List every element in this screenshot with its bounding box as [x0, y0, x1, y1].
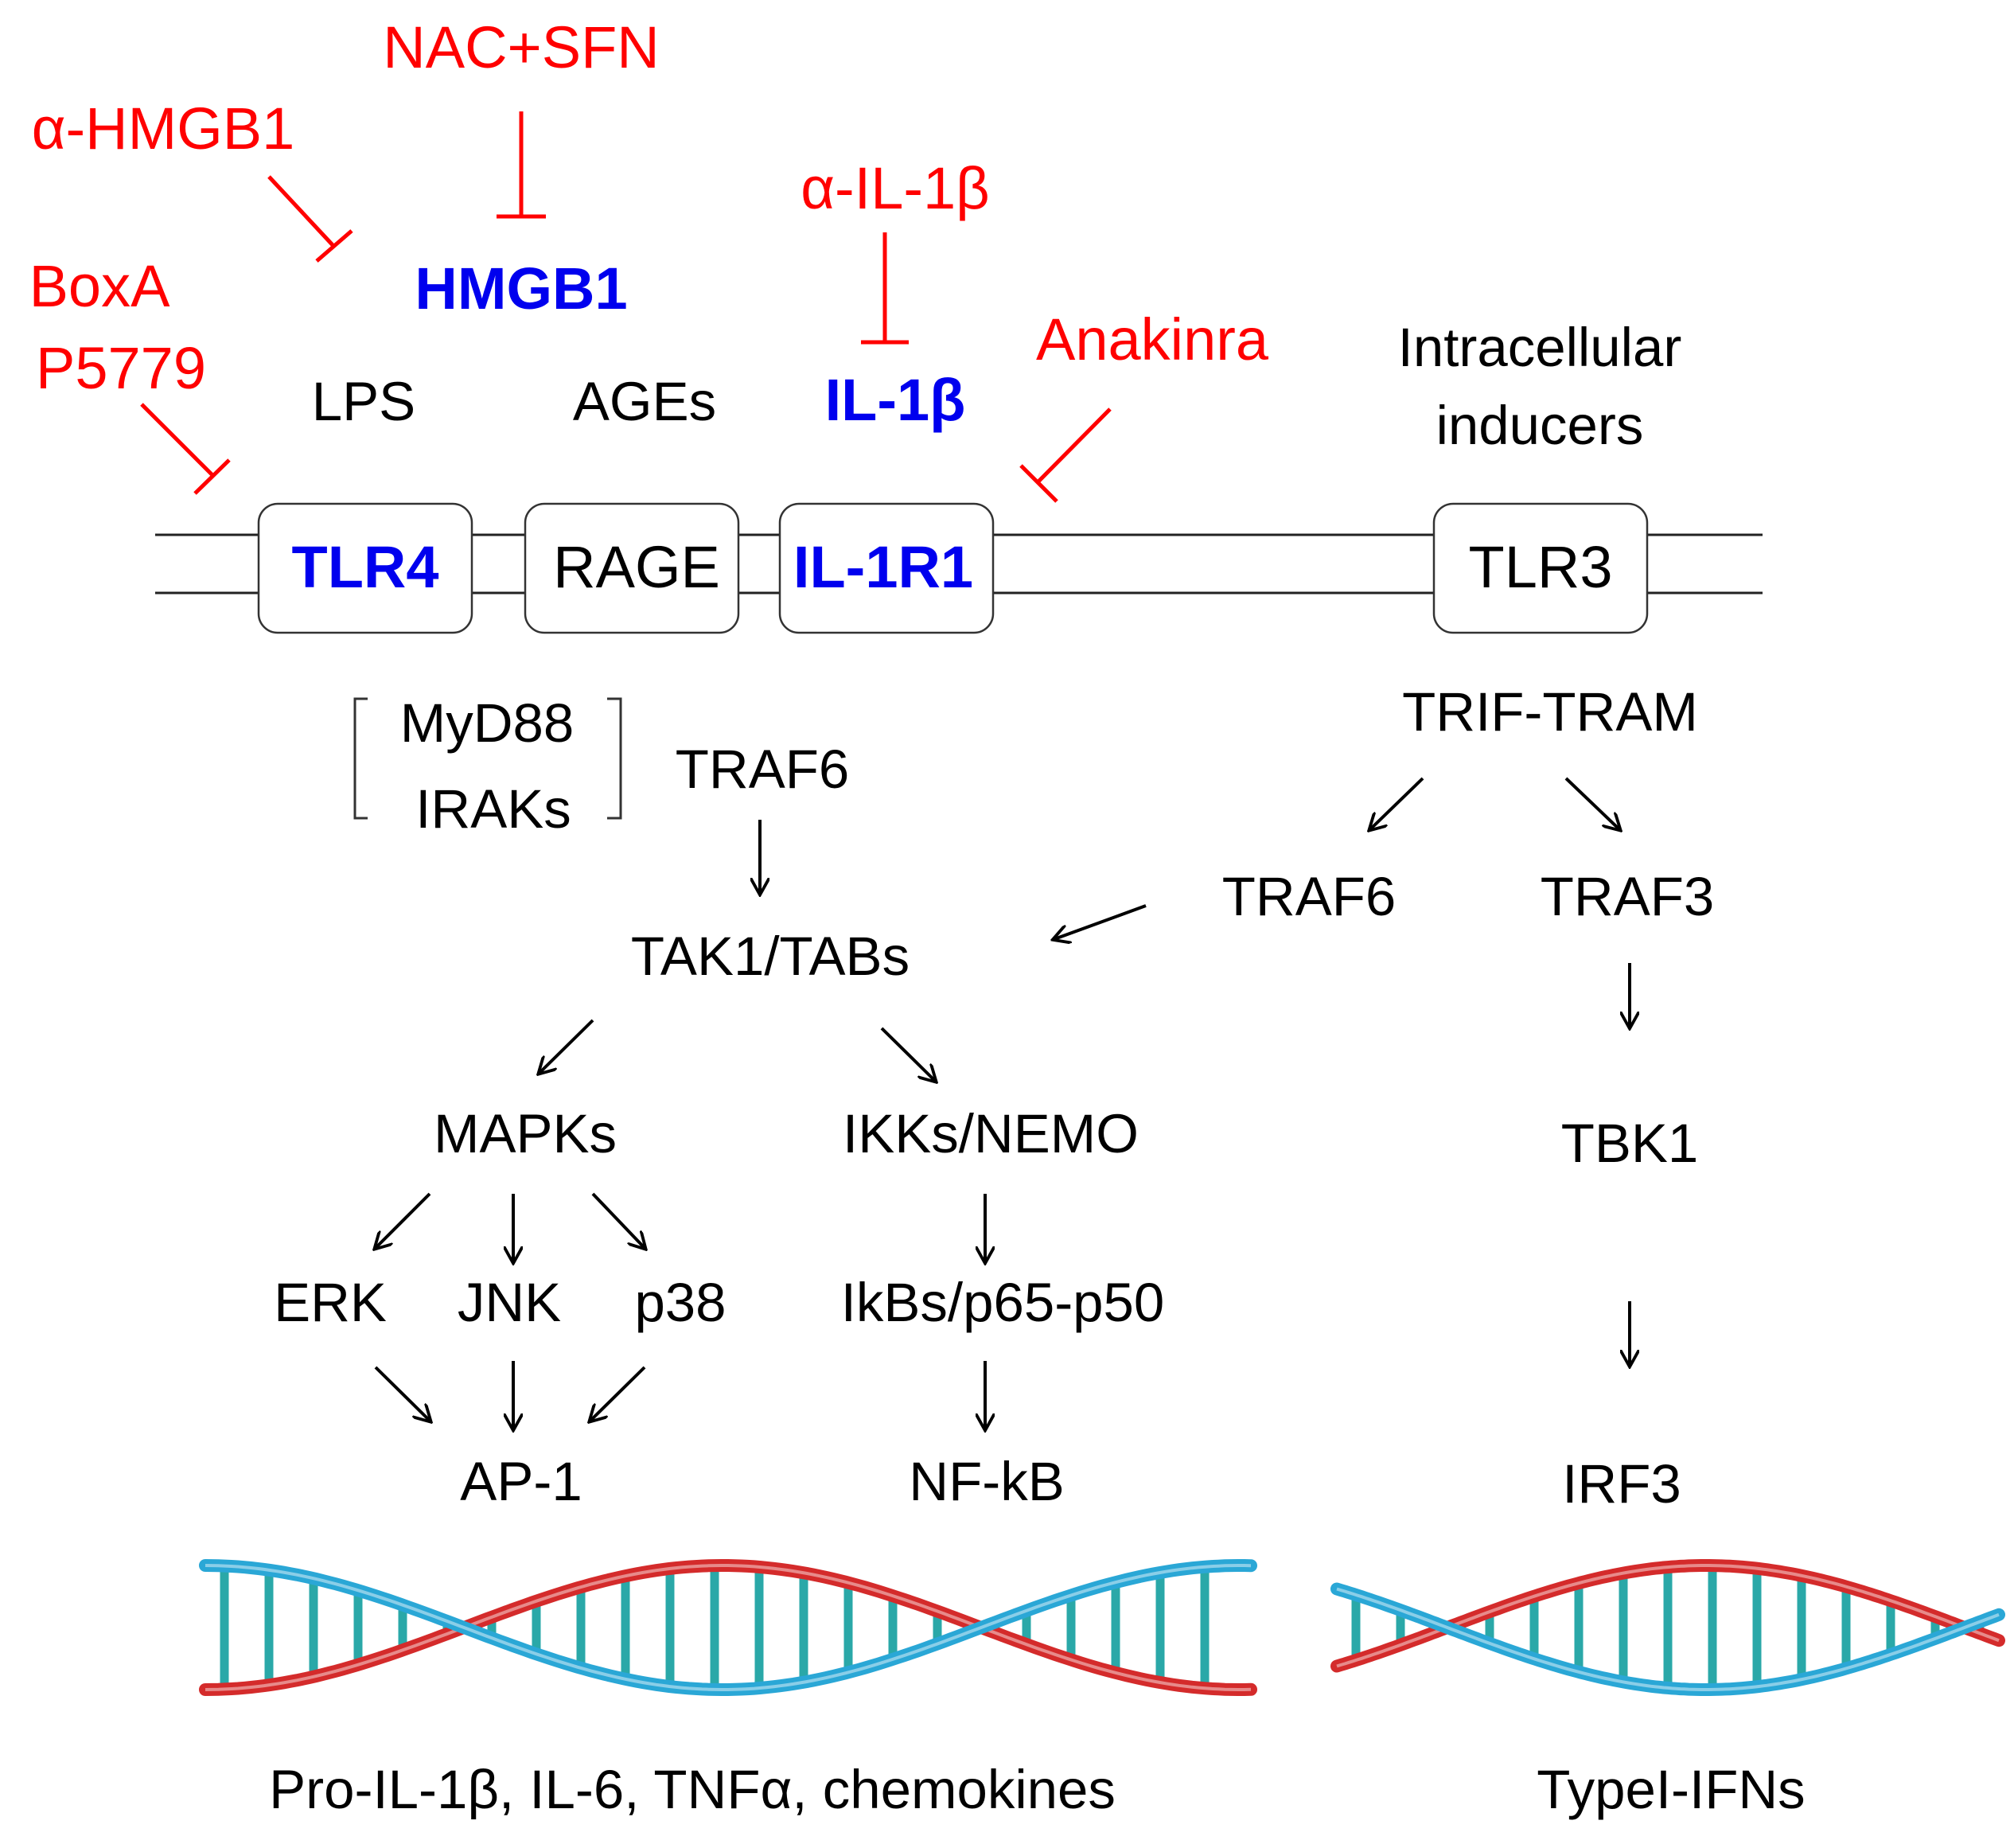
dna-strand-blue-highlight — [1336, 1587, 2000, 1691]
arrow-erk-ap1 — [374, 1366, 430, 1421]
ligand-il1b: IL-1β — [825, 367, 966, 433]
dna-strand-red — [199, 1559, 1257, 1696]
arrow-traf6-trif-to-tak1 — [1054, 904, 1147, 939]
ligand-ages: AGEs — [573, 371, 716, 432]
receptor-tlr4-label: TLR4 — [292, 534, 439, 600]
dna-helix-right — [1330, 1559, 2005, 1696]
inhibitor-nac-sfn: NAC+SFN — [383, 14, 659, 80]
dna-strand-blue — [199, 1559, 1257, 1696]
node-myd88: MyD88 — [400, 692, 575, 754]
node-mapks: MAPKs — [434, 1103, 617, 1164]
receptor-tlr4: TLR4 — [257, 502, 473, 634]
node-traf3: TRAF3 — [1541, 866, 1715, 927]
dna-strand-blue — [1330, 1582, 2005, 1696]
arrow-mapks-p38 — [591, 1192, 645, 1248]
node-nfkb: NF-kB — [909, 1451, 1064, 1512]
output-type-i-ifns: TypeI-IFNs — [1537, 1759, 1805, 1820]
ligand-hmgb1: HMGB1 — [415, 255, 627, 322]
node-ikbs-p65-p50: IkBs/p65-p50 — [841, 1272, 1165, 1333]
adaptor-bracket-right — [607, 697, 622, 820]
inhibition-bar-nac-sfn — [497, 111, 546, 219]
node-jnk: JNK — [458, 1272, 561, 1333]
arrow-mapks-erk — [376, 1192, 431, 1248]
inhibitor-anakinra: Anakinra — [1036, 306, 1269, 372]
node-iraks: IRAKs — [415, 778, 571, 840]
receptor-rage: RAGE — [524, 502, 740, 634]
arrow-trif-traf3 — [1564, 777, 1619, 829]
receptor-rage-label: RAGE — [553, 534, 720, 600]
arrow-trif-traf6 — [1370, 777, 1424, 829]
receptor-tlr3: TLR3 — [1432, 502, 1649, 634]
inhibition-bar-anakinra — [1019, 407, 1112, 503]
output-inflammatory-genes: Pro-IL-1β, IL-6, TNFα, chemokines — [269, 1759, 1116, 1820]
node-tbk1: TBK1 — [1561, 1113, 1699, 1174]
dna-strand-red-highlight — [205, 1564, 1252, 1691]
inhibition-bar-anti-il1b — [861, 232, 909, 345]
arrow-tak1-ikks — [880, 1027, 935, 1081]
ligand-lps: LPS — [312, 371, 415, 432]
arrow-p38-ap1 — [590, 1366, 646, 1421]
node-ikks-nemo: IKKs/NEMO — [843, 1103, 1139, 1164]
ligand-intracellular-inducers-line2: inducers — [1436, 395, 1644, 456]
node-traf6-trif: TRAF6 — [1222, 866, 1397, 927]
inhibitor-anti-hmgb1: α-HMGB1 — [32, 96, 295, 162]
dna-helix-left — [199, 1559, 1257, 1696]
inhibition-bar-boxa-p5779 — [140, 403, 231, 495]
inhibition-bar-anti-hmgb1 — [267, 175, 353, 263]
inhibitor-anti-il1b: α-IL-1β — [801, 155, 990, 221]
node-erk: ERK — [274, 1272, 387, 1333]
node-p38: p38 — [634, 1272, 726, 1333]
receptor-il1r1: IL-1R1 — [778, 502, 995, 634]
inhibitor-boxa: BoxA — [29, 253, 171, 319]
inhibitor-p5779: P5779 — [36, 335, 206, 401]
adaptor-bracket-left — [353, 697, 368, 820]
receptor-tlr3-label: TLR3 — [1469, 534, 1613, 600]
node-ap1: AP-1 — [460, 1451, 582, 1512]
ligand-intracellular-inducers-line1: Intracellular — [1398, 317, 1682, 378]
node-trif-tram: TRIF-TRAM — [1402, 681, 1698, 743]
node-traf6-myd88: TRAF6 — [676, 739, 850, 800]
receptor-il1r1-label: IL-1R1 — [793, 534, 973, 600]
node-tak1-tabs: TAK1/TABs — [631, 926, 910, 987]
dna-strand-blue-highlight — [205, 1564, 1252, 1691]
node-irf3: IRF3 — [1562, 1453, 1681, 1515]
arrow-tak1-mapks — [540, 1019, 594, 1073]
